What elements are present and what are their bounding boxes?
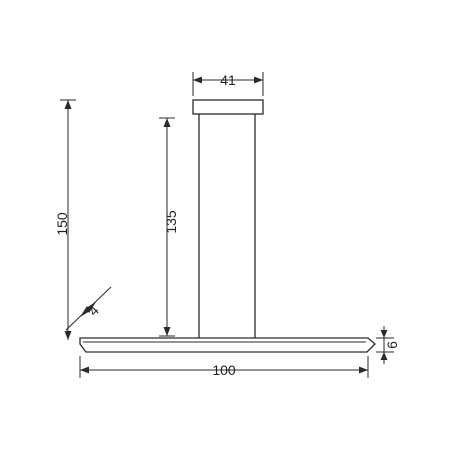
canopy-width-dimension: 41	[192, 72, 264, 96]
bar-length-label: 100	[212, 362, 236, 378]
total-height-label: 150	[54, 212, 70, 236]
total-height-dimension: 150	[54, 99, 76, 340]
light-bar	[79, 337, 376, 353]
cable-length-dimension: 135	[159, 117, 179, 337]
ceiling-canopy	[192, 99, 264, 115]
canopy-width-label: 41	[220, 72, 236, 88]
bar-depth-dimension: 4	[65, 286, 112, 331]
cable-length-label: 135	[163, 210, 179, 234]
bar-length-dimension: 100	[79, 356, 369, 378]
suspension-body	[198, 114, 256, 338]
bar-height-label: 6	[384, 341, 400, 349]
bar-height-dimension: 6	[376, 326, 400, 364]
